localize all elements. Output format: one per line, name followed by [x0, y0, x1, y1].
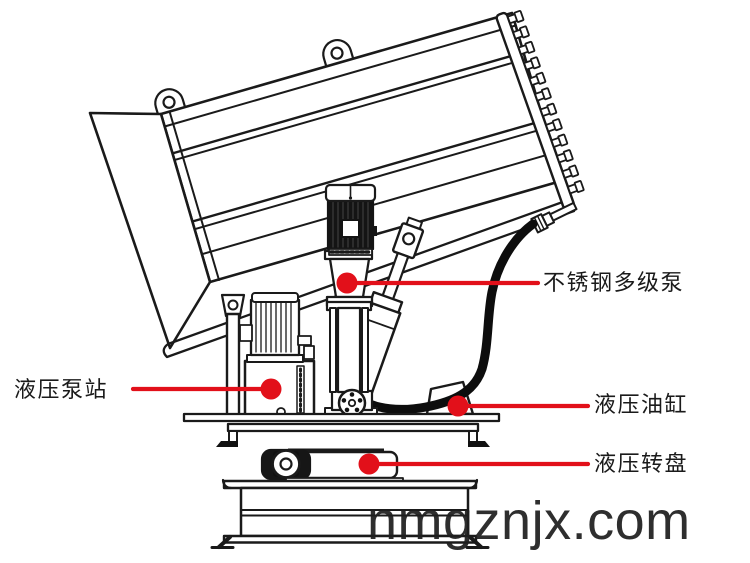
- nozzle-manifold: [495, 10, 585, 234]
- callout-leaders: [130, 272, 591, 475]
- hydraulic-pump-station-unit: [239, 292, 316, 421]
- rear-cone: [88, 111, 212, 350]
- multistage-pump-unit: [323, 183, 378, 418]
- callout-label-hydraulic-oil-cylinder: 液压油缸: [594, 392, 689, 417]
- callout-label-hydraulic-pump-station: 液压泵站: [14, 377, 109, 402]
- dot-turntable: [358, 453, 380, 475]
- feed-pipe: [530, 201, 578, 234]
- dot-multistage-pump: [336, 272, 358, 294]
- dot-pump-station: [260, 378, 282, 400]
- water-hose: [357, 219, 538, 414]
- watermark-text: nmgznjx.com: [367, 491, 691, 551]
- lifting-lugs: [154, 39, 355, 119]
- callout-label-hydraulic-turntable: 液压转盘: [594, 451, 689, 476]
- callout-label-stainless-multistage-pump: 不锈钢多级泵: [543, 270, 685, 295]
- cradle-rail: [162, 197, 576, 359]
- dot-oil-cylinder: [447, 395, 469, 417]
- rear-support: [220, 293, 246, 417]
- base-assembly: [182, 412, 501, 549]
